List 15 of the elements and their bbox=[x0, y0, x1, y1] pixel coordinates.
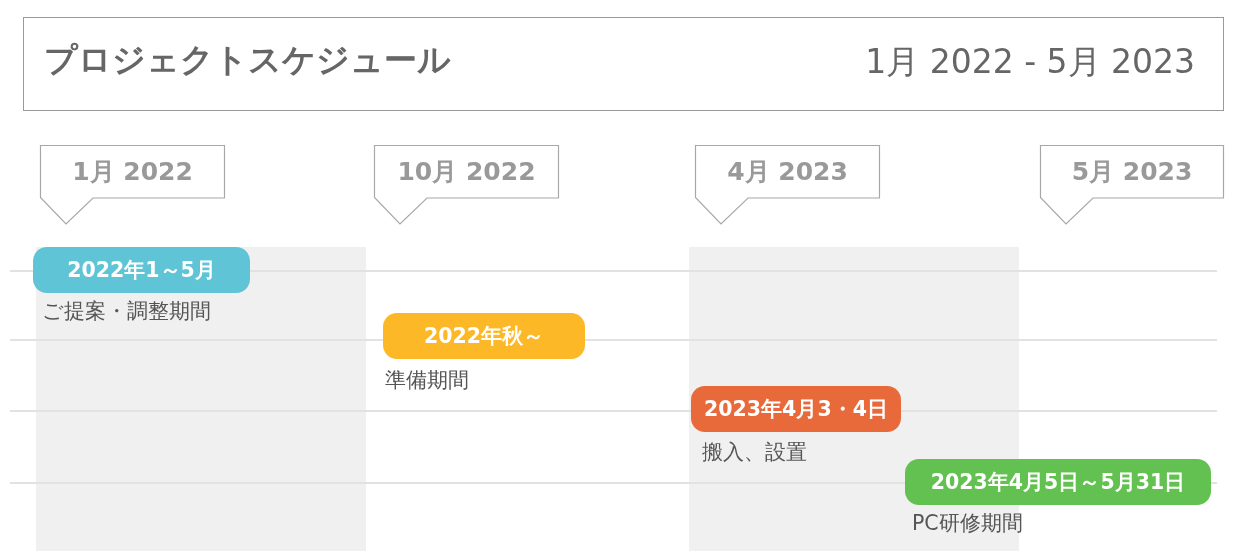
callout-box: 4月 2023 bbox=[695, 145, 880, 225]
period-label: ご提案・調整期間 bbox=[42, 299, 211, 324]
period-label: 準備期間 bbox=[385, 368, 469, 393]
date-pill: 2022年1～5月 bbox=[33, 247, 250, 293]
callout-box: 1月 2022 bbox=[40, 145, 225, 225]
header-box bbox=[23, 17, 1224, 111]
title-text: プロジェクトスケジュール bbox=[44, 40, 451, 80]
callout-box: 10月 2022 bbox=[374, 145, 559, 225]
date-pill: 2023年4月3・4日 bbox=[691, 386, 901, 432]
period-label: 搬入、設置 bbox=[702, 440, 807, 465]
date-pill: 2023年4月5日～5月31日 bbox=[905, 459, 1211, 505]
callout-box: 5月 2023 bbox=[1040, 145, 1224, 225]
date-range-text: 1月 2022 - 5月 2023 bbox=[865, 42, 1195, 82]
date-pill: 2022年秋～ bbox=[383, 313, 585, 359]
period-label: PC研修期間 bbox=[912, 511, 1023, 536]
